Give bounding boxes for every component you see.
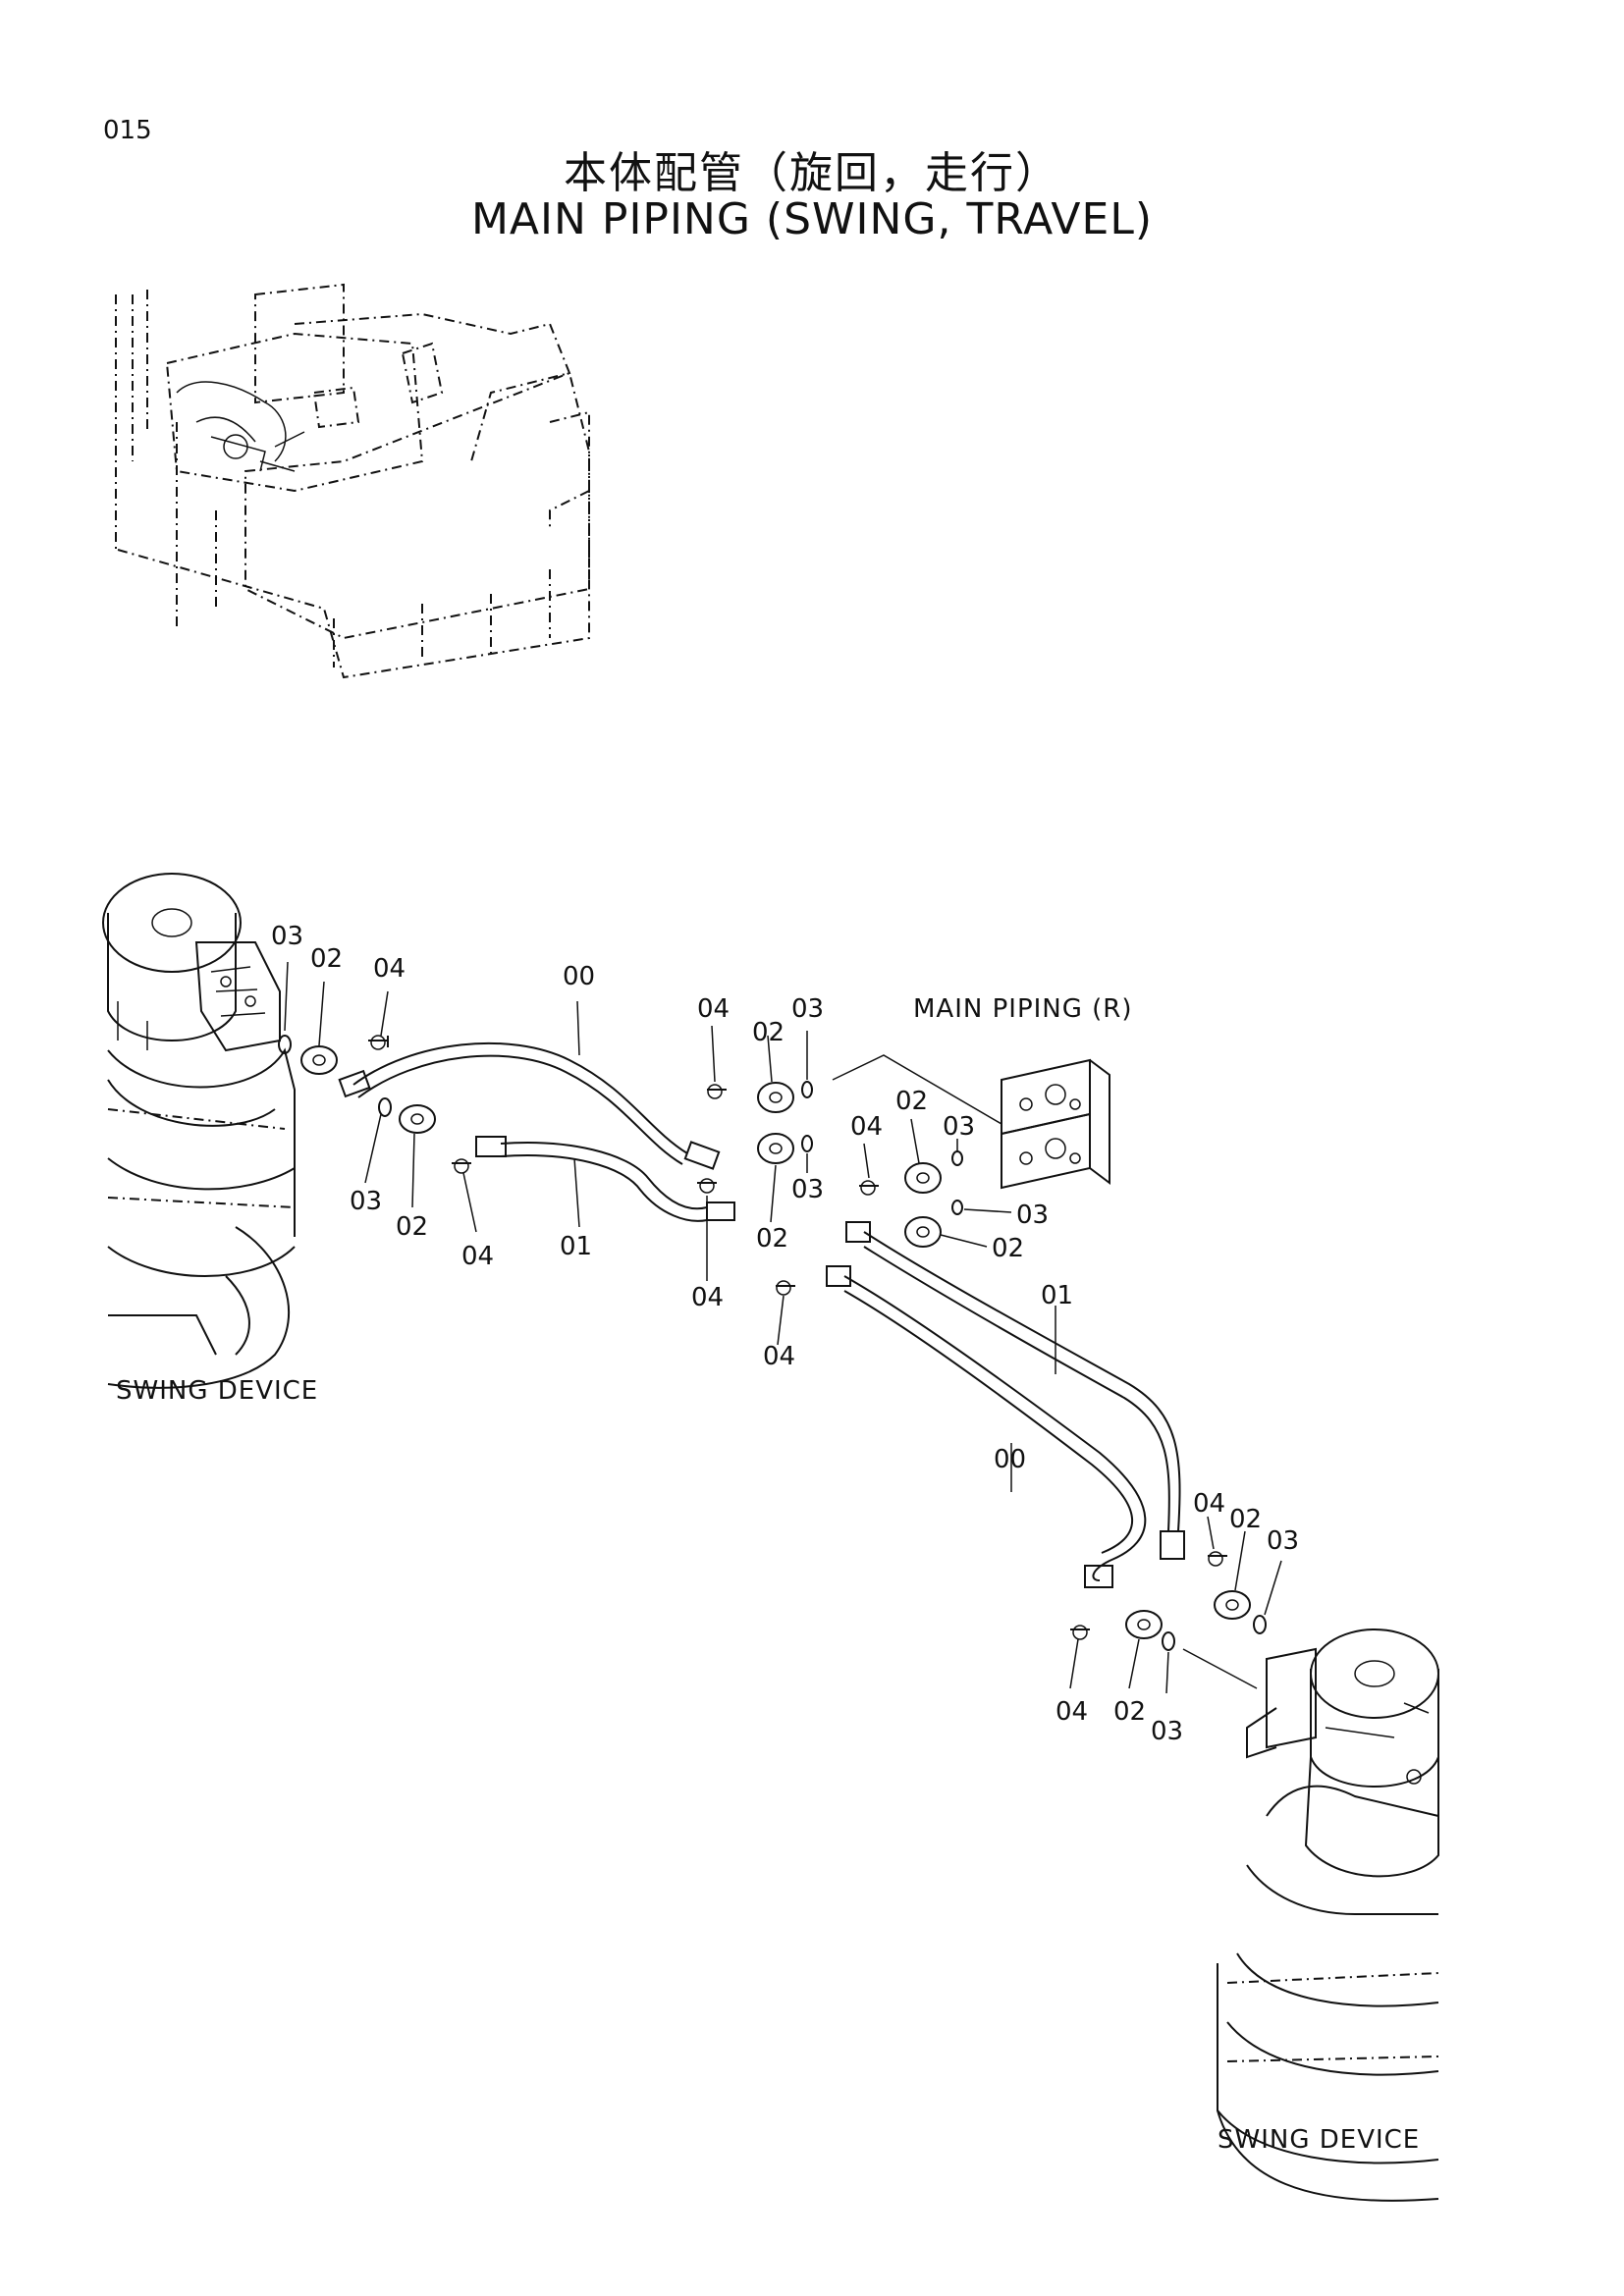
callout-03: 03 xyxy=(791,994,824,1024)
hose-01-lower xyxy=(845,1221,1185,1560)
caption-swing-device-left: SWING DEVICE xyxy=(116,1376,318,1406)
hose-00-upper xyxy=(338,1041,721,1170)
caption-swing-device-right: SWING DEVICE xyxy=(1218,2125,1420,2155)
small-parts xyxy=(278,1035,1267,1651)
callout-02: 02 xyxy=(1229,1505,1262,1534)
callout-03: 03 xyxy=(1151,1717,1183,1746)
callout-04: 04 xyxy=(850,1112,883,1142)
callout-04: 04 xyxy=(691,1283,724,1312)
callout-04: 04 xyxy=(697,994,730,1024)
callout-00: 00 xyxy=(994,1445,1026,1474)
callout-02: 02 xyxy=(756,1224,788,1254)
callout-03: 03 xyxy=(1267,1526,1299,1556)
callout-02: 02 xyxy=(895,1087,928,1116)
right-swing-device-drawing xyxy=(1217,1629,1439,2202)
callout-04: 04 xyxy=(1056,1697,1088,1727)
callout-02: 02 xyxy=(752,1018,785,1047)
callout-01: 01 xyxy=(1041,1281,1073,1310)
hose-00-lower xyxy=(826,1265,1147,1588)
caption-main-piping-r: MAIN PIPING (R) xyxy=(913,994,1133,1024)
callout-04: 04 xyxy=(373,954,406,984)
callout-02: 02 xyxy=(310,944,343,974)
callout-03: 03 xyxy=(1016,1201,1049,1230)
page-title-japanese: 本体配管（旋回，走行） xyxy=(564,148,1060,198)
callout-03: 03 xyxy=(271,922,303,951)
page-title-english: MAIN PIPING (SWING, TRAVEL) xyxy=(470,194,1154,244)
callout-04: 04 xyxy=(1193,1489,1225,1519)
callout-00: 00 xyxy=(563,962,595,991)
leader-lines xyxy=(284,961,1282,1694)
callout-02: 02 xyxy=(1113,1697,1146,1727)
callout-04: 04 xyxy=(763,1342,795,1371)
callout-03: 03 xyxy=(791,1175,824,1204)
callout-03: 03 xyxy=(350,1187,382,1216)
callout-01: 01 xyxy=(560,1232,592,1261)
callout-03: 03 xyxy=(943,1112,975,1142)
machine-overview-illustration xyxy=(115,283,590,679)
callout-02: 02 xyxy=(992,1234,1024,1263)
main-piping-r-block xyxy=(1001,1058,1110,1190)
callout-labels: 03 02 04 00 03 02 04 01 04 02 03 03 02 0… xyxy=(271,922,1299,1746)
page-number: 015 xyxy=(103,116,152,145)
hose-01-upper xyxy=(475,1136,735,1222)
callout-04: 04 xyxy=(461,1242,494,1271)
left-swing-device-drawing xyxy=(102,873,296,1389)
callout-02: 02 xyxy=(396,1212,428,1242)
